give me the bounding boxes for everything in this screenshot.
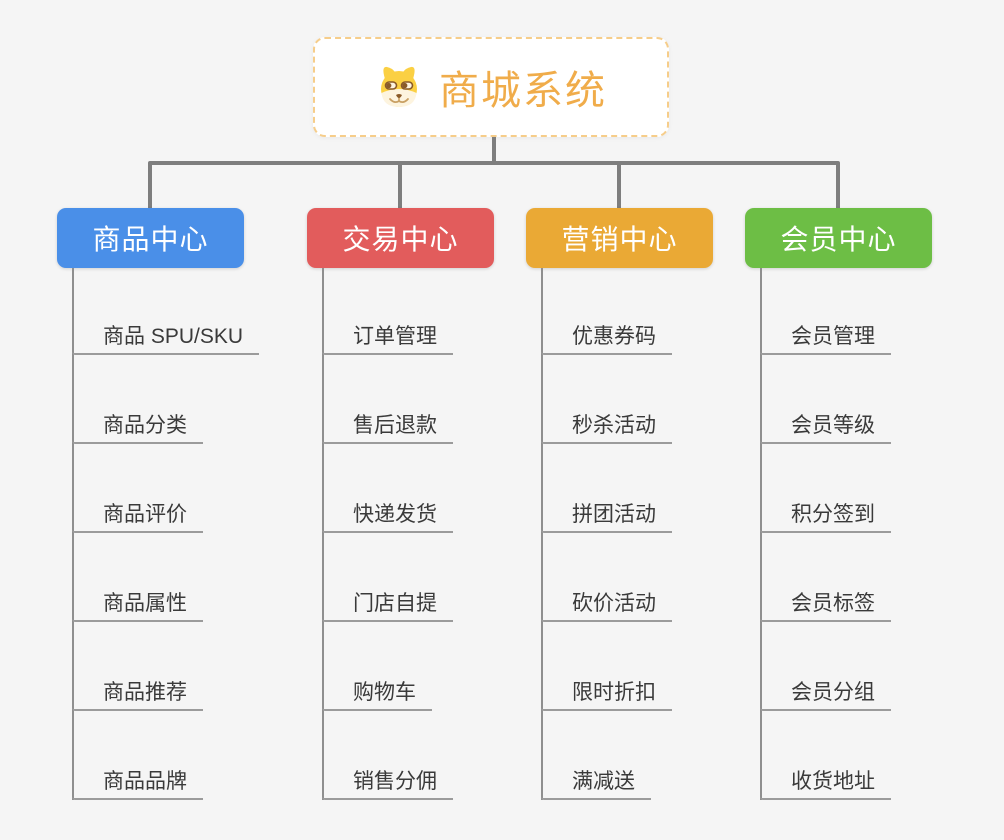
child-topic[interactable]: 订单管理 (322, 268, 453, 355)
child-topic[interactable]: 商品推荐 (72, 622, 203, 711)
root-node[interactable]: 商城系统 (313, 37, 669, 137)
branch-children-product: 商品 SPU/SKU 商品分类 商品评价 商品属性 商品推荐 商品品牌 (72, 268, 260, 800)
branch-node-marketing-center[interactable]: 营销中心 (526, 208, 713, 268)
child-topic[interactable]: 积分签到 (760, 444, 891, 533)
child-topic[interactable]: 销售分佣 (322, 711, 453, 800)
child-topic[interactable]: 秒杀活动 (541, 355, 672, 444)
child-topic[interactable]: 砍价活动 (541, 533, 672, 622)
branch-node-product-center[interactable]: 商品中心 (57, 208, 244, 268)
dog-face-icon (375, 63, 423, 111)
child-topic[interactable]: 快递发货 (322, 444, 453, 533)
connector-bus (148, 161, 840, 165)
child-topic[interactable]: 会员标签 (760, 533, 891, 622)
child-topic[interactable]: 会员管理 (760, 268, 891, 355)
connector-drop-member (836, 163, 840, 208)
child-topic[interactable]: 售后退款 (322, 355, 453, 444)
child-topic[interactable]: 商品分类 (72, 355, 203, 444)
child-topic[interactable]: 商品属性 (72, 533, 203, 622)
child-topic[interactable]: 拼团活动 (541, 444, 672, 533)
connector-root-stem (492, 137, 496, 164)
child-topic[interactable]: 购物车 (322, 622, 432, 711)
child-topic[interactable]: 商品评价 (72, 444, 203, 533)
child-topic[interactable]: 会员分组 (760, 622, 891, 711)
connector-drop-marketing (617, 163, 621, 208)
branch-children-marketing: 优惠券码 秒杀活动 拼团活动 砍价活动 限时折扣 满减送 (541, 268, 672, 800)
child-topic[interactable]: 限时折扣 (541, 622, 672, 711)
connector-drop-product (148, 163, 152, 208)
child-topic[interactable]: 优惠券码 (541, 268, 672, 355)
child-topic[interactable]: 满减送 (541, 711, 651, 800)
child-topic[interactable]: 会员等级 (760, 355, 891, 444)
child-topic[interactable]: 商品 SPU/SKU (72, 268, 260, 355)
child-topic[interactable]: 商品品牌 (72, 711, 203, 800)
branch-node-member-center[interactable]: 会员中心 (745, 208, 932, 268)
root-title: 商城系统 (439, 69, 607, 113)
branch-node-trade-center[interactable]: 交易中心 (307, 208, 494, 268)
connector-drop-trade (398, 163, 402, 208)
child-topic[interactable]: 门店自提 (322, 533, 453, 622)
branch-children-member: 会员管理 会员等级 积分签到 会员标签 会员分组 收货地址 (760, 268, 891, 800)
child-topic[interactable]: 收货地址 (760, 711, 891, 800)
branch-children-trade: 订单管理 售后退款 快递发货 门店自提 购物车 销售分佣 (322, 268, 453, 800)
